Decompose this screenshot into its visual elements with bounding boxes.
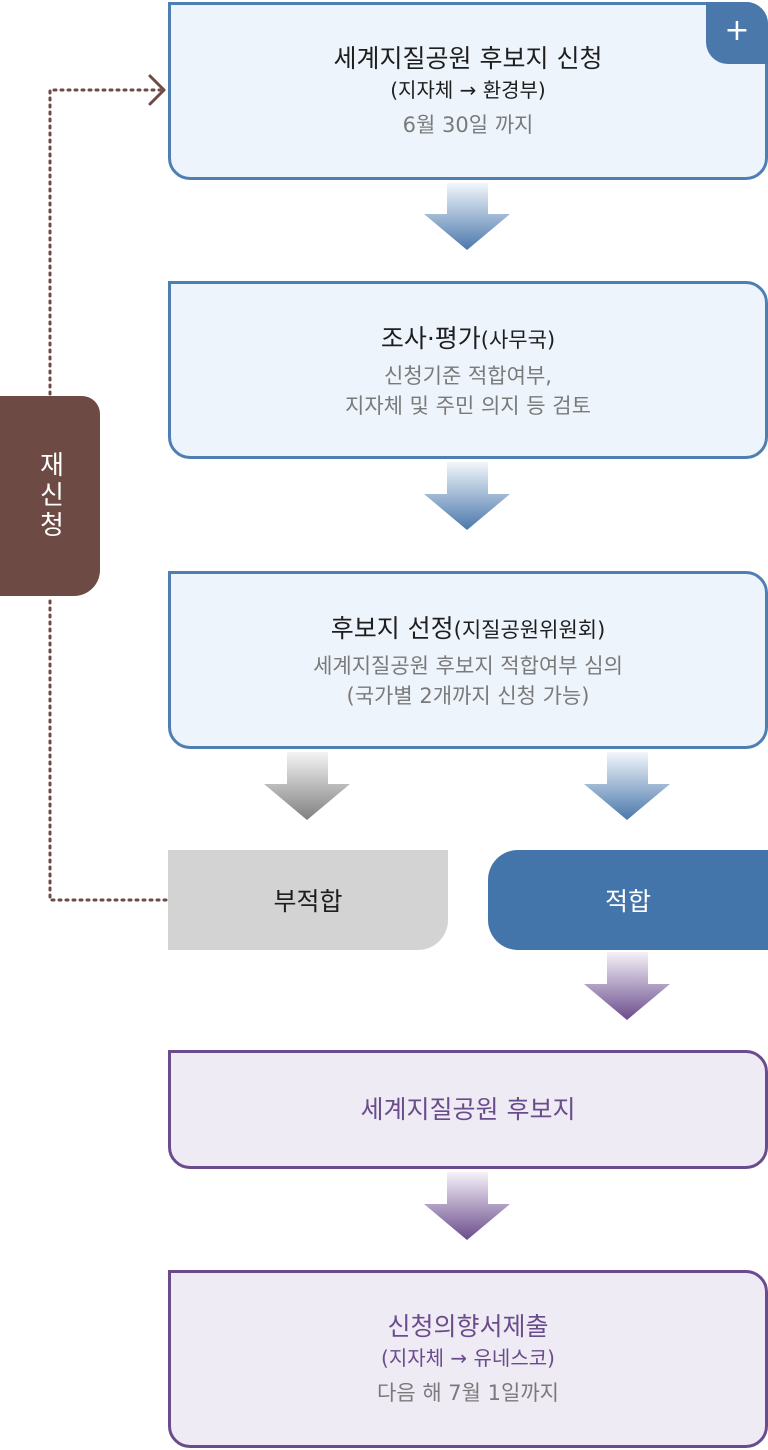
down-arrow-fail (264, 752, 350, 820)
step-apply-title: 세계지질공원 후보지 신청 (333, 44, 603, 73)
step-review: 조사·평가(사무국) 신청기준 적합여부, 지자체 및 주민 의지 등 검토 (168, 281, 768, 459)
result-pass: 적합 (488, 850, 768, 950)
down-arrow-pass (584, 752, 670, 820)
step-apply-candidate: + 세계지질공원 후보지 신청 (지자체 → 환경부) 6월 30일 까지 (168, 2, 768, 180)
final-subtitle: (지자체 → 유네스코) (381, 1346, 555, 1370)
step-apply-subtitle: (지자체 → 환경부) (390, 78, 546, 102)
step-review-title: 조사·평가 (380, 324, 481, 353)
plus-icon[interactable]: + (706, 2, 768, 64)
step-review-line2: 지자체 및 주민 의지 등 검토 (345, 394, 591, 418)
down-arrow-1 (424, 183, 510, 250)
candidate-label: 세계지질공원 후보지 (360, 1094, 576, 1124)
down-arrow-candidate (584, 952, 670, 1020)
final-deadline: 다음 해 7월 1일까지 (377, 1381, 559, 1405)
step-letter-of-intent: 신청의향서제출 (지자체 → 유네스코) 다음 해 7월 1일까지 (168, 1270, 768, 1448)
step-selection-line1: 세계지질공원 후보지 적합여부 심의 (313, 654, 623, 678)
reapply-loop-arrowhead (148, 74, 166, 106)
candidate-box: 세계지질공원 후보지 (168, 1050, 768, 1169)
step-selection: 후보지 선정(지질공원위원회) 세계지질공원 후보지 적합여부 심의 (국가별 … (168, 571, 768, 749)
step-review-line1: 신청기준 적합여부, (384, 364, 552, 388)
result-fail: 부적합 (168, 850, 448, 950)
step-selection-line2: (국가별 2개까지 신청 가능) (346, 684, 590, 708)
reapply-label: 재신청 (34, 451, 65, 541)
step-selection-title: 후보지 선정 (330, 614, 454, 643)
reapply-loop-line-top (48, 88, 162, 396)
reapply-label-box: 재신청 (0, 396, 100, 596)
down-arrow-final (424, 1172, 510, 1240)
reapply-loop-line-bottom (48, 596, 168, 902)
final-title: 신청의향서제출 (387, 1312, 549, 1341)
step-review-title-paren: (사무국) (480, 328, 556, 352)
step-apply-deadline: 6월 30일 까지 (402, 113, 534, 137)
step-selection-title-paren: (지질공원위원회) (453, 618, 606, 642)
down-arrow-2 (424, 462, 510, 530)
